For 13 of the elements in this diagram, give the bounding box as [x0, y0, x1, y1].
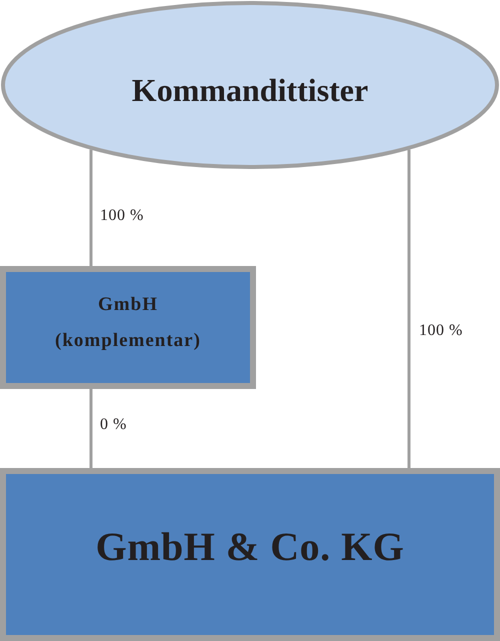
rectangle-box: [0, 266, 256, 389]
connector-line: [408, 150, 410, 468]
node-label: GmbH & Co. KG: [96, 522, 404, 570]
connector-line: [90, 150, 92, 266]
edge-label: 100 %: [100, 206, 144, 226]
node-label: (komplementar): [55, 328, 201, 352]
edge-label: 100 %: [419, 321, 463, 341]
connector-line: [90, 389, 92, 468]
ellipse: [1, 1, 499, 169]
node-label: Kommandittister: [132, 71, 368, 109]
node-label: GmbH: [98, 292, 158, 316]
edge-label: 0 %: [100, 415, 127, 435]
rectangle-box: [0, 468, 500, 641]
